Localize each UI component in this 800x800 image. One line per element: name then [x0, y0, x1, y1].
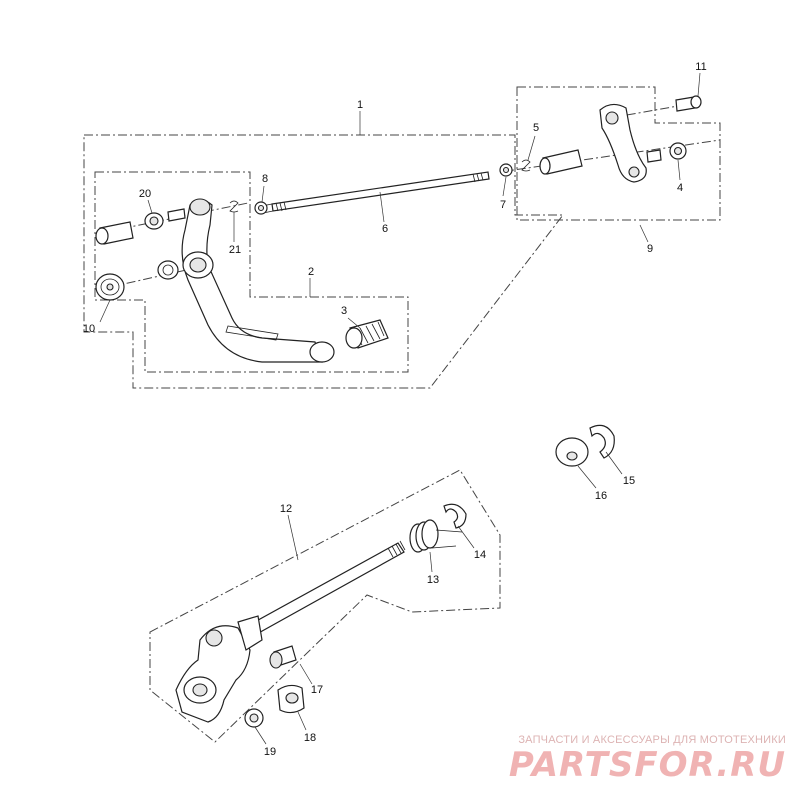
watermark: ЗАПЧАСТИ И АКСЕССУАРЫ ДЛЯ МОТОТЕХНИКИ PA… [509, 734, 786, 784]
leader-lines [99, 72, 701, 745]
callout-3: 3 [341, 305, 347, 317]
rod-nut-and-clip [229, 200, 268, 215]
shift-pedal-lever [181, 198, 335, 363]
shift-arm-assembly [539, 103, 687, 183]
washer-and-circlip [555, 424, 615, 467]
callout-labels: 1 2 3 4 5 6 7 8 9 10 11 12 13 14 15 16 1… [83, 61, 707, 758]
callout-6: 6 [382, 223, 388, 235]
callout-11: 11 [695, 61, 706, 73]
callout-5: 5 [533, 122, 539, 134]
callout-14: 14 [474, 549, 486, 561]
callout-12: 12 [280, 503, 292, 515]
arm-bolt [675, 95, 702, 112]
callout-13: 13 [427, 574, 439, 586]
return-spring [409, 503, 467, 553]
pedal-rubber [345, 319, 389, 349]
pivot-collar [95, 208, 186, 245]
callout-18: 18 [304, 732, 316, 744]
callout-16: 16 [595, 490, 607, 502]
group-outline-9 [516, 86, 721, 221]
pivot-cap [95, 260, 179, 301]
stopper-bolt-set [244, 645, 305, 728]
shift-shaft [175, 540, 406, 723]
callout-17: 17 [311, 684, 323, 696]
watermark-logo: PARTSFOR.RU [508, 745, 786, 785]
group-outlines [83, 86, 721, 743]
callout-15: 15 [623, 475, 635, 487]
group-outline-1 [83, 134, 565, 389]
callout-9: 9 [647, 243, 653, 255]
callout-10: 10 [83, 323, 95, 335]
callout-20: 20 [139, 188, 151, 200]
callout-2: 2 [308, 266, 314, 278]
callout-1: 1 [357, 99, 363, 111]
callout-8: 8 [262, 173, 268, 185]
rod-end-nut-and-clip [499, 159, 531, 177]
watermark-caption: ЗАПЧАСТИ И АКСЕССУАРЫ ДЛЯ МОТОТЕХНИКИ [518, 734, 786, 746]
group-outline-2 [94, 171, 409, 373]
group-outline-12 [149, 469, 501, 743]
callout-4: 4 [677, 182, 683, 194]
callout-19: 19 [264, 746, 276, 758]
callout-7: 7 [500, 199, 506, 211]
shift-rod [261, 171, 490, 214]
callout-21: 21 [229, 244, 241, 256]
